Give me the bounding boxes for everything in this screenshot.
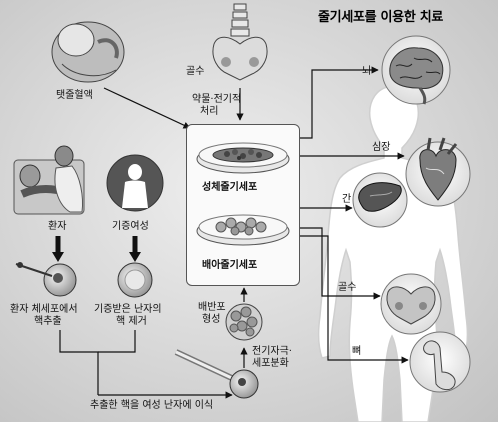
label-source-bone-marrow: 골수 bbox=[186, 66, 205, 77]
label-heart: 심장 bbox=[372, 142, 391, 153]
label-bone: 뼈 bbox=[352, 346, 362, 357]
donor-egg bbox=[117, 262, 153, 298]
label-patient: 환자 bbox=[48, 221, 67, 232]
label-nucleus-transfer: 추출한 핵을 여성 난자에 이식 bbox=[90, 400, 214, 411]
label-target-bone-marrow: 골수 bbox=[338, 282, 357, 293]
label-drug-process-2: 처리 bbox=[200, 106, 219, 117]
label-liver: 간 bbox=[342, 194, 352, 205]
label-adult-stem-cell: 성체줄기세포 bbox=[202, 182, 258, 193]
label-donor: 기증여성 bbox=[112, 221, 149, 232]
diagram-title: 줄기세포를 이용한 치료 bbox=[318, 10, 444, 25]
patient-illustration bbox=[13, 145, 85, 215]
baby-illustration bbox=[51, 21, 125, 83]
label-stimulus-2: 세포분화 bbox=[252, 358, 289, 369]
embryonic-stem-dish bbox=[196, 214, 290, 246]
label-cord-blood: 탯줄혈액 bbox=[56, 90, 93, 101]
patient-cell bbox=[15, 262, 77, 297]
label-embryonic-stem-cell: 배아줄기세포 bbox=[202, 260, 258, 271]
spine-illustration bbox=[212, 3, 268, 81]
label-blastocyst-1: 배반포 bbox=[198, 302, 226, 313]
transfer-egg bbox=[174, 349, 259, 399]
label-brain: 뇌 bbox=[362, 66, 372, 77]
pelvis-circle bbox=[380, 273, 442, 335]
label-drug-process-1: 약물·전기적 bbox=[192, 94, 242, 105]
label-egg-enucleate-2: 핵 제거 bbox=[116, 316, 147, 327]
label-nucleus-extract-2: 핵추출 bbox=[34, 316, 62, 327]
blastocyst-illustration bbox=[225, 303, 263, 341]
liver-circle bbox=[352, 172, 408, 228]
stem-cell-box bbox=[186, 124, 300, 286]
adult-stem-dish bbox=[196, 142, 290, 174]
brain-circle bbox=[381, 35, 451, 105]
petri-dishes bbox=[196, 142, 290, 246]
label-stimulus-1: 전기자극· bbox=[252, 346, 292, 357]
label-egg-enucleate-1: 기증받은 난자의 bbox=[94, 304, 162, 315]
donor-illustration bbox=[106, 154, 164, 212]
heart-circle bbox=[405, 137, 471, 207]
bone-circle bbox=[409, 331, 471, 393]
label-nucleus-extract-1: 환자 체세포에서 bbox=[10, 304, 78, 315]
label-blastocyst-2: 형성 bbox=[202, 314, 221, 325]
